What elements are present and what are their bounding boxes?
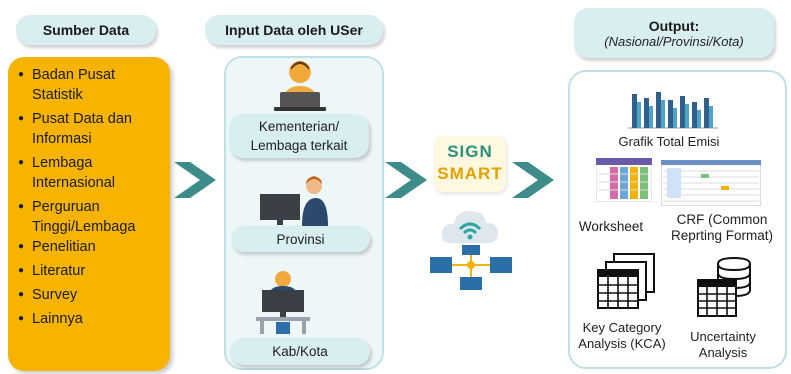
source-item: Lembaga Internasional <box>18 153 166 193</box>
role-kabkota: Kab/Kota <box>230 338 370 365</box>
output-subtitle: (Nasional/Provinsi/Kota) <box>604 33 744 49</box>
flow-arrow-icon <box>385 162 427 198</box>
sources-list: Badan Pusat Statistik Pusat Data dan Inf… <box>18 65 166 329</box>
role-provinsi: Provinsi <box>231 226 370 252</box>
role-kementerian: Kementerian/ Lembaga terkait <box>229 114 369 158</box>
person-laptop-icon <box>274 61 326 111</box>
output-worksheet-label: Worksheet <box>578 219 644 234</box>
worksheet-thumbnail-icon <box>596 158 652 202</box>
person-computer-icon <box>256 271 310 334</box>
table-stack-icon <box>597 253 655 309</box>
smart-text: SMART <box>437 164 503 183</box>
database-table-icon <box>697 256 751 317</box>
crf-thumbnail-icon <box>661 160 761 206</box>
output-title: Output: <box>648 17 700 34</box>
output-crf-label: CRF (Common Reprting Format) <box>670 212 774 243</box>
bar-chart-icon <box>624 82 720 132</box>
sign-smart-logo: SIGN SMART <box>434 136 506 192</box>
output-grafik-label: Grafik Total Emisi <box>618 134 720 149</box>
output-header: Output: (Nasional/Provinsi/Kota) <box>574 8 774 58</box>
flow-arrow-icon <box>512 162 554 198</box>
source-item: Lainnya <box>18 309 166 329</box>
source-item: Badan Pusat Statistik <box>18 65 166 105</box>
source-item: Perguruan Tinggi/Lembaga <box>18 197 166 237</box>
cloud-wifi-icon <box>441 211 498 243</box>
output-kca-label: Key Category Analysis (KCA) <box>578 320 666 351</box>
output-uncertainty-label: Uncertainty Analysis <box>690 329 756 360</box>
source-item: Penelitian <box>18 237 166 257</box>
source-item: Pusat Data dan Informasi <box>18 109 166 149</box>
input-header: Input Data oleh USer <box>205 15 383 45</box>
sources-header: Sumber Data <box>16 15 156 45</box>
sign-text: SIGN <box>447 142 493 161</box>
network-icon <box>430 245 512 290</box>
person-desk-icon <box>260 176 328 226</box>
source-item: Survey <box>18 285 166 305</box>
flow-arrow-icon <box>174 162 216 198</box>
sources-panel: Badan Pusat Statistik Pusat Data dan Inf… <box>8 57 170 371</box>
source-item: Literatur <box>18 261 166 281</box>
